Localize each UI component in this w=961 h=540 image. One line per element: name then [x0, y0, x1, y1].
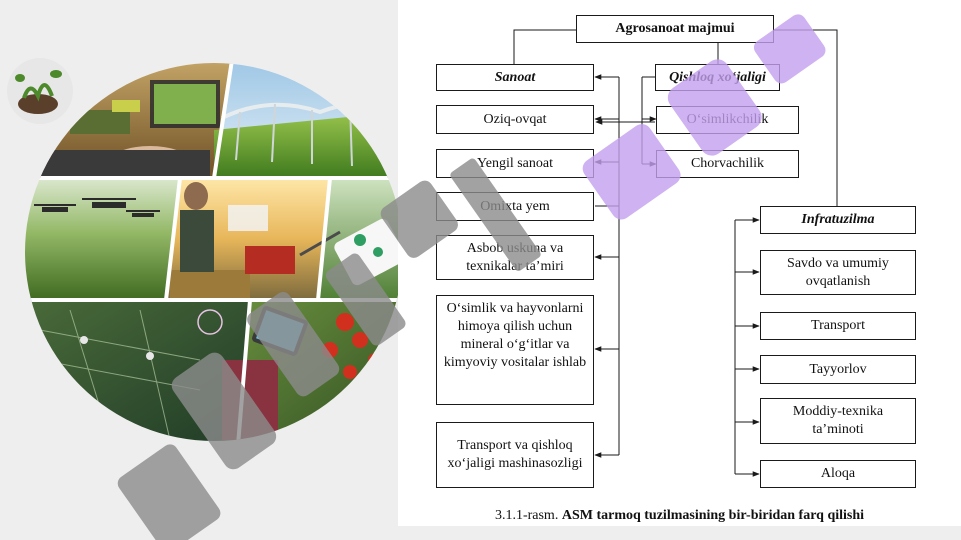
infra-item-5: Aloqa	[760, 460, 916, 488]
qishloq-item-2: Chorvachilik	[656, 150, 799, 178]
qishloq-item-1: Oʻsimlikchilik	[656, 106, 799, 134]
sanoat-box: Sanoat	[436, 64, 594, 91]
root-box: Agrosanoat majmui	[576, 15, 774, 43]
infra-item-4: Moddiy-texnika taʼminoti	[760, 398, 916, 444]
figure-caption: 3.1.1-rasm. ASM tarmoq tuzilmasining bir…	[398, 508, 961, 524]
sanoat-item-1: Oziq-ovqat	[436, 105, 594, 134]
sanoat-item-5: Oʻsimlik va hayvonlarni himoya qilish uc…	[436, 295, 594, 405]
qishloq-box: Qishloq xoʻjaligi	[655, 64, 780, 91]
sanoat-item-4: Asbob uskuna va texnikalar taʼmiri	[436, 235, 594, 280]
caption-prefix: 3.1.1-rasm.	[494, 508, 559, 523]
caption-title: ASM tarmoq tuzilmasining bir-biridan far…	[561, 508, 865, 523]
infra-item-3: Tayyorlov	[760, 355, 916, 384]
sanoat-item-3: Omixta yem	[436, 192, 594, 221]
infra-item-2: Transport	[760, 312, 916, 340]
sanoat-item-6: Transport va qishloq xoʻjaligi mashinaso…	[436, 422, 594, 488]
sanoat-item-2: Yengil sanoat	[436, 149, 594, 178]
infra-item-1: Savdo va umumiy ovqatlanish	[760, 250, 916, 295]
infra-box: Infratuzilma	[760, 206, 916, 234]
